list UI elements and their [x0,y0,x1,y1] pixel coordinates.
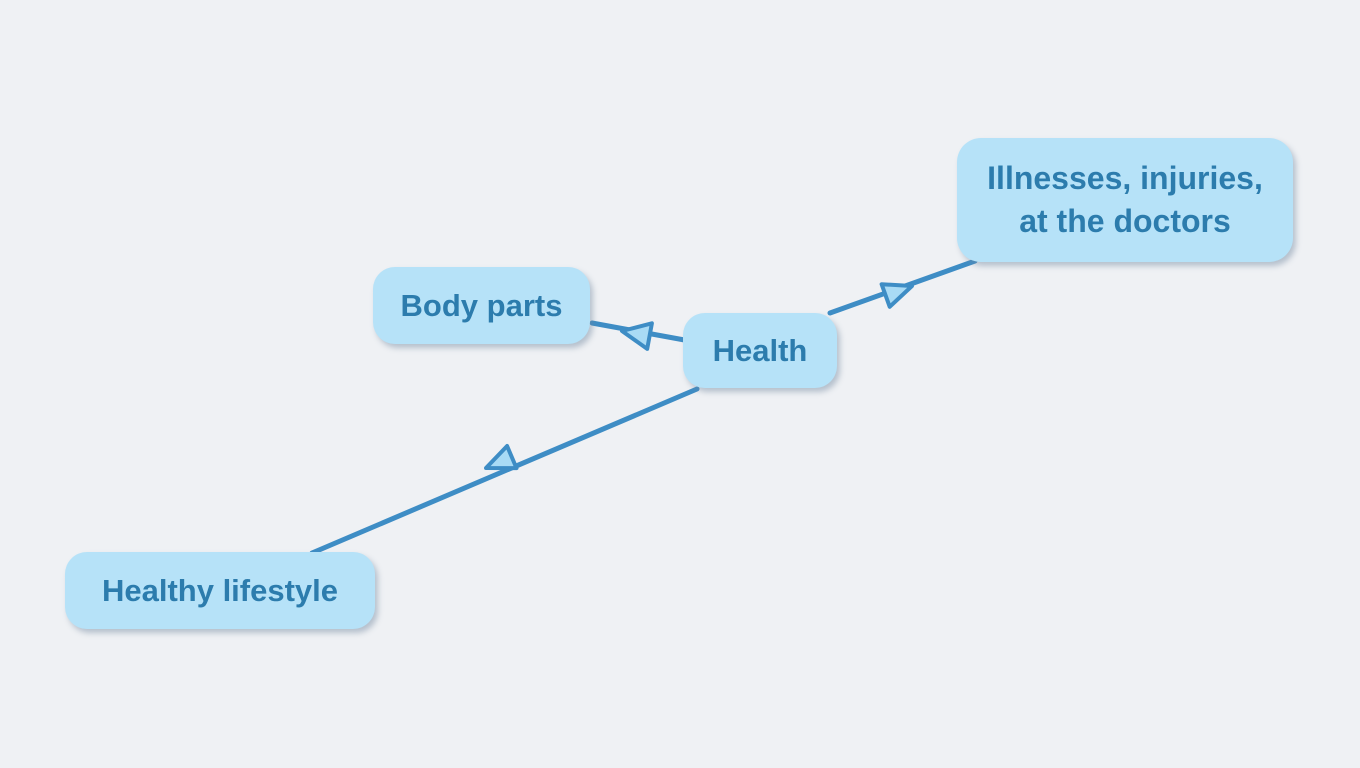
node-body-parts[interactable]: Body parts [373,267,590,344]
node-label: Body parts [400,287,563,323]
edge-health-healthy-lifestyle [309,386,700,556]
node-label: Illnesses, injuries, at the doctors [987,159,1263,239]
node-label: Healthy lifestyle [101,572,339,608]
node-label: Health [712,332,808,368]
arrowhead-toward-body-parts [620,321,654,351]
node-health-root[interactable]: Health [683,313,837,388]
arrowhead-toward-illnesses [879,282,914,309]
arrowhead-toward-healthy-lifestyle [484,444,519,471]
node-healthy-lifestyle[interactable]: Healthy lifestyle [65,552,375,629]
node-illnesses-injuries-doctors[interactable]: Illnesses, injuries, at the doctors [957,138,1293,262]
